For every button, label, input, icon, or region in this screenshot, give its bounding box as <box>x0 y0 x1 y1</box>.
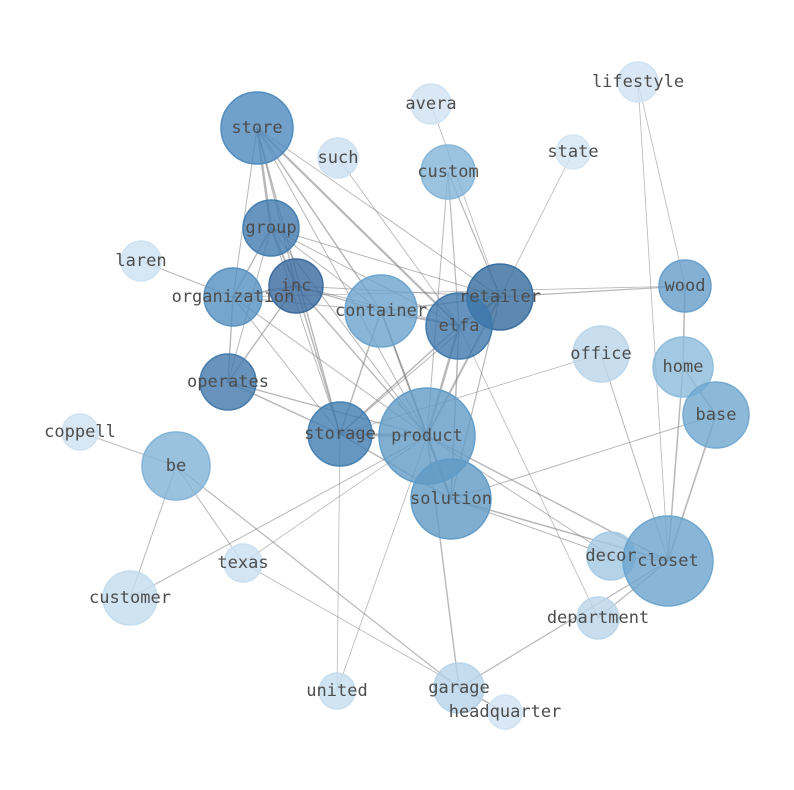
node-texas <box>223 543 263 583</box>
node-organization <box>203 267 263 327</box>
edge-closet-lifestyle <box>637 81 669 562</box>
nodes-layer <box>61 61 750 730</box>
node-laren <box>120 240 162 282</box>
node-coppell <box>61 413 99 451</box>
node-state <box>555 134 591 170</box>
node-solution <box>410 458 492 540</box>
node-group <box>242 199 300 257</box>
edge-wood-lifestyle <box>637 81 686 287</box>
node-operates <box>199 353 257 411</box>
edge-storage-united <box>336 433 341 692</box>
node-closet <box>622 515 714 607</box>
edge-elfa-department <box>458 325 599 619</box>
node-lifestyle <box>617 61 659 103</box>
node-elfa <box>425 292 493 360</box>
node-avera <box>410 83 452 125</box>
edge-store-container <box>256 127 382 312</box>
edge-group-retailer <box>270 227 501 298</box>
node-storage <box>307 401 373 467</box>
node-home <box>652 336 714 398</box>
node-headquarter <box>487 694 523 730</box>
node-container <box>344 274 418 348</box>
node-customer <box>102 570 158 626</box>
edge-elfa-such <box>337 157 460 327</box>
labels-layer: storesuchaveracustomstatelifestylegroupl… <box>44 72 736 722</box>
edge-be-garage <box>175 465 460 689</box>
edge-retailer-avera <box>430 103 501 298</box>
node-garage <box>433 662 485 714</box>
node-inc <box>268 258 324 314</box>
edge-group-elfa <box>270 227 460 327</box>
node-such <box>317 137 359 179</box>
edge-solution-base <box>450 414 717 500</box>
node-custom <box>420 144 476 200</box>
node-united <box>318 672 356 710</box>
node-base <box>682 381 750 449</box>
node-store <box>220 91 294 165</box>
edge-store-retailer <box>256 127 501 298</box>
node-be <box>141 431 211 501</box>
node-office <box>572 325 630 383</box>
node-wood <box>658 259 712 313</box>
node-department <box>576 596 620 640</box>
edge-product-customer <box>129 435 428 599</box>
